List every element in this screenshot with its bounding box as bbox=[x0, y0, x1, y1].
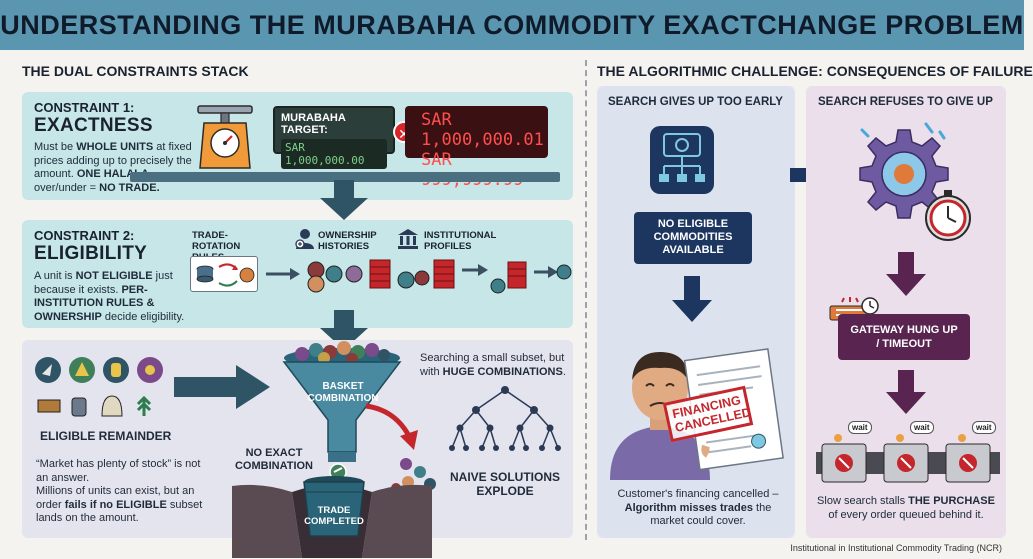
wait-bubble-2: wait bbox=[910, 421, 934, 434]
refuse-title: SEARCH REFUSES TO GIVE UP bbox=[818, 96, 993, 108]
target-display: MURABAHA TARGET: SAR 1,000,000.00 bbox=[273, 106, 395, 169]
early-caption: Customer's financing cancelled – Algorit… bbox=[617, 488, 779, 527]
brick-wall-icon bbox=[369, 259, 391, 289]
constraint-2-label: CONSTRAINT 2: bbox=[34, 228, 135, 243]
over-value: SAR 1,000,000.01 bbox=[421, 110, 544, 150]
page-title: UNDERSTANDING THE MURABAHA COMMODITY EXA… bbox=[0, 9, 1024, 40]
target-label: MURABAHA TARGET: bbox=[281, 112, 346, 136]
no-exact-label: NO EXACT COMBINATION bbox=[234, 447, 313, 472]
eligible-remainder-label: ELIGIBLE REMAINDER bbox=[40, 429, 172, 443]
constraint-2-name: ELIGIBILITY bbox=[34, 243, 148, 264]
no-eligible-box: NO ELIGIBLE COMMODITIES AVAILABLE bbox=[634, 212, 752, 264]
mismatch-display: SAR 1,000,000.01 SAR 999,999.99 bbox=[405, 106, 548, 190]
scale-icon bbox=[197, 105, 253, 169]
wait-bubble-1: wait bbox=[848, 421, 872, 434]
constraint-1-name: EXACTNESS bbox=[34, 115, 153, 136]
left-heading: THE DUAL CONSTRAINTS STACK bbox=[22, 63, 249, 79]
order-queue-icon bbox=[816, 434, 1000, 483]
naive-label: NAIVE SOLUTIONS EXPLODE bbox=[450, 470, 561, 498]
refuse-caption: Slow search stalls THE PURCHASE of every… bbox=[817, 495, 995, 521]
down-arrow-early bbox=[672, 276, 712, 322]
down-arrow-2 bbox=[320, 310, 368, 350]
eligibility-flow bbox=[266, 259, 572, 294]
footer-note: Institutional in Institutional Commodity… bbox=[790, 543, 1002, 553]
target-value: SAR 1,000,000.00 bbox=[281, 139, 387, 169]
combination-tree-icon bbox=[449, 386, 561, 451]
commodity-icons bbox=[35, 357, 163, 417]
rotation-icon bbox=[196, 263, 255, 287]
constraint-2-text: A unit is NOT ELIGIBLE just because it e… bbox=[34, 270, 185, 323]
rule-ownership: OWNERSHIP HISTORIES bbox=[318, 230, 377, 252]
algorithm-gear-icon bbox=[650, 126, 714, 194]
institution-icon bbox=[398, 229, 418, 249]
column-divider bbox=[585, 60, 587, 540]
down-arrow-refuse-2 bbox=[886, 370, 926, 414]
basket-label: BASKET COMBINATION bbox=[307, 381, 379, 404]
funnel-icon bbox=[282, 341, 402, 462]
trade-completed-label: TRADE COMPLETED bbox=[304, 505, 364, 527]
bucket-icon bbox=[303, 463, 365, 537]
down-arrow-1 bbox=[320, 180, 368, 220]
under-value: SAR 999,999.99 bbox=[421, 150, 523, 190]
wait-bubble-3: wait bbox=[972, 421, 996, 434]
rotation-box bbox=[190, 256, 258, 292]
constraint-1-text: Must be WHOLE UNITS at fixed prices addi… bbox=[34, 141, 192, 194]
reject-arrow bbox=[365, 403, 436, 493]
gear-stopwatch-icon bbox=[859, 122, 971, 241]
early-title: SEARCH GIVES UP TOO EARLY bbox=[608, 96, 783, 108]
search-subset-text: Searching a small subset, but with HUGE … bbox=[420, 352, 566, 378]
right-heading: THE ALGORITHMIC CHALLENGE: CONSEQUENCES … bbox=[597, 63, 1033, 79]
down-arrow-refuse-1 bbox=[886, 252, 926, 296]
user-icon bbox=[295, 229, 314, 249]
title-bar: UNDERSTANDING THE MURABAHA COMMODITY EXA… bbox=[0, 0, 1024, 50]
scale-shelf bbox=[130, 172, 560, 182]
rule-institutional: INSTITUTIONAL PROFILES bbox=[424, 230, 497, 252]
right-arrow-funnel bbox=[174, 365, 270, 409]
gateway-box: GATEWAY HUNG UP / TIMEOUT bbox=[838, 314, 970, 360]
constraint-1-label: CONSTRAINT 1: bbox=[34, 100, 135, 115]
market-quote: “Market has plenty of stock” is not an a… bbox=[36, 458, 203, 524]
